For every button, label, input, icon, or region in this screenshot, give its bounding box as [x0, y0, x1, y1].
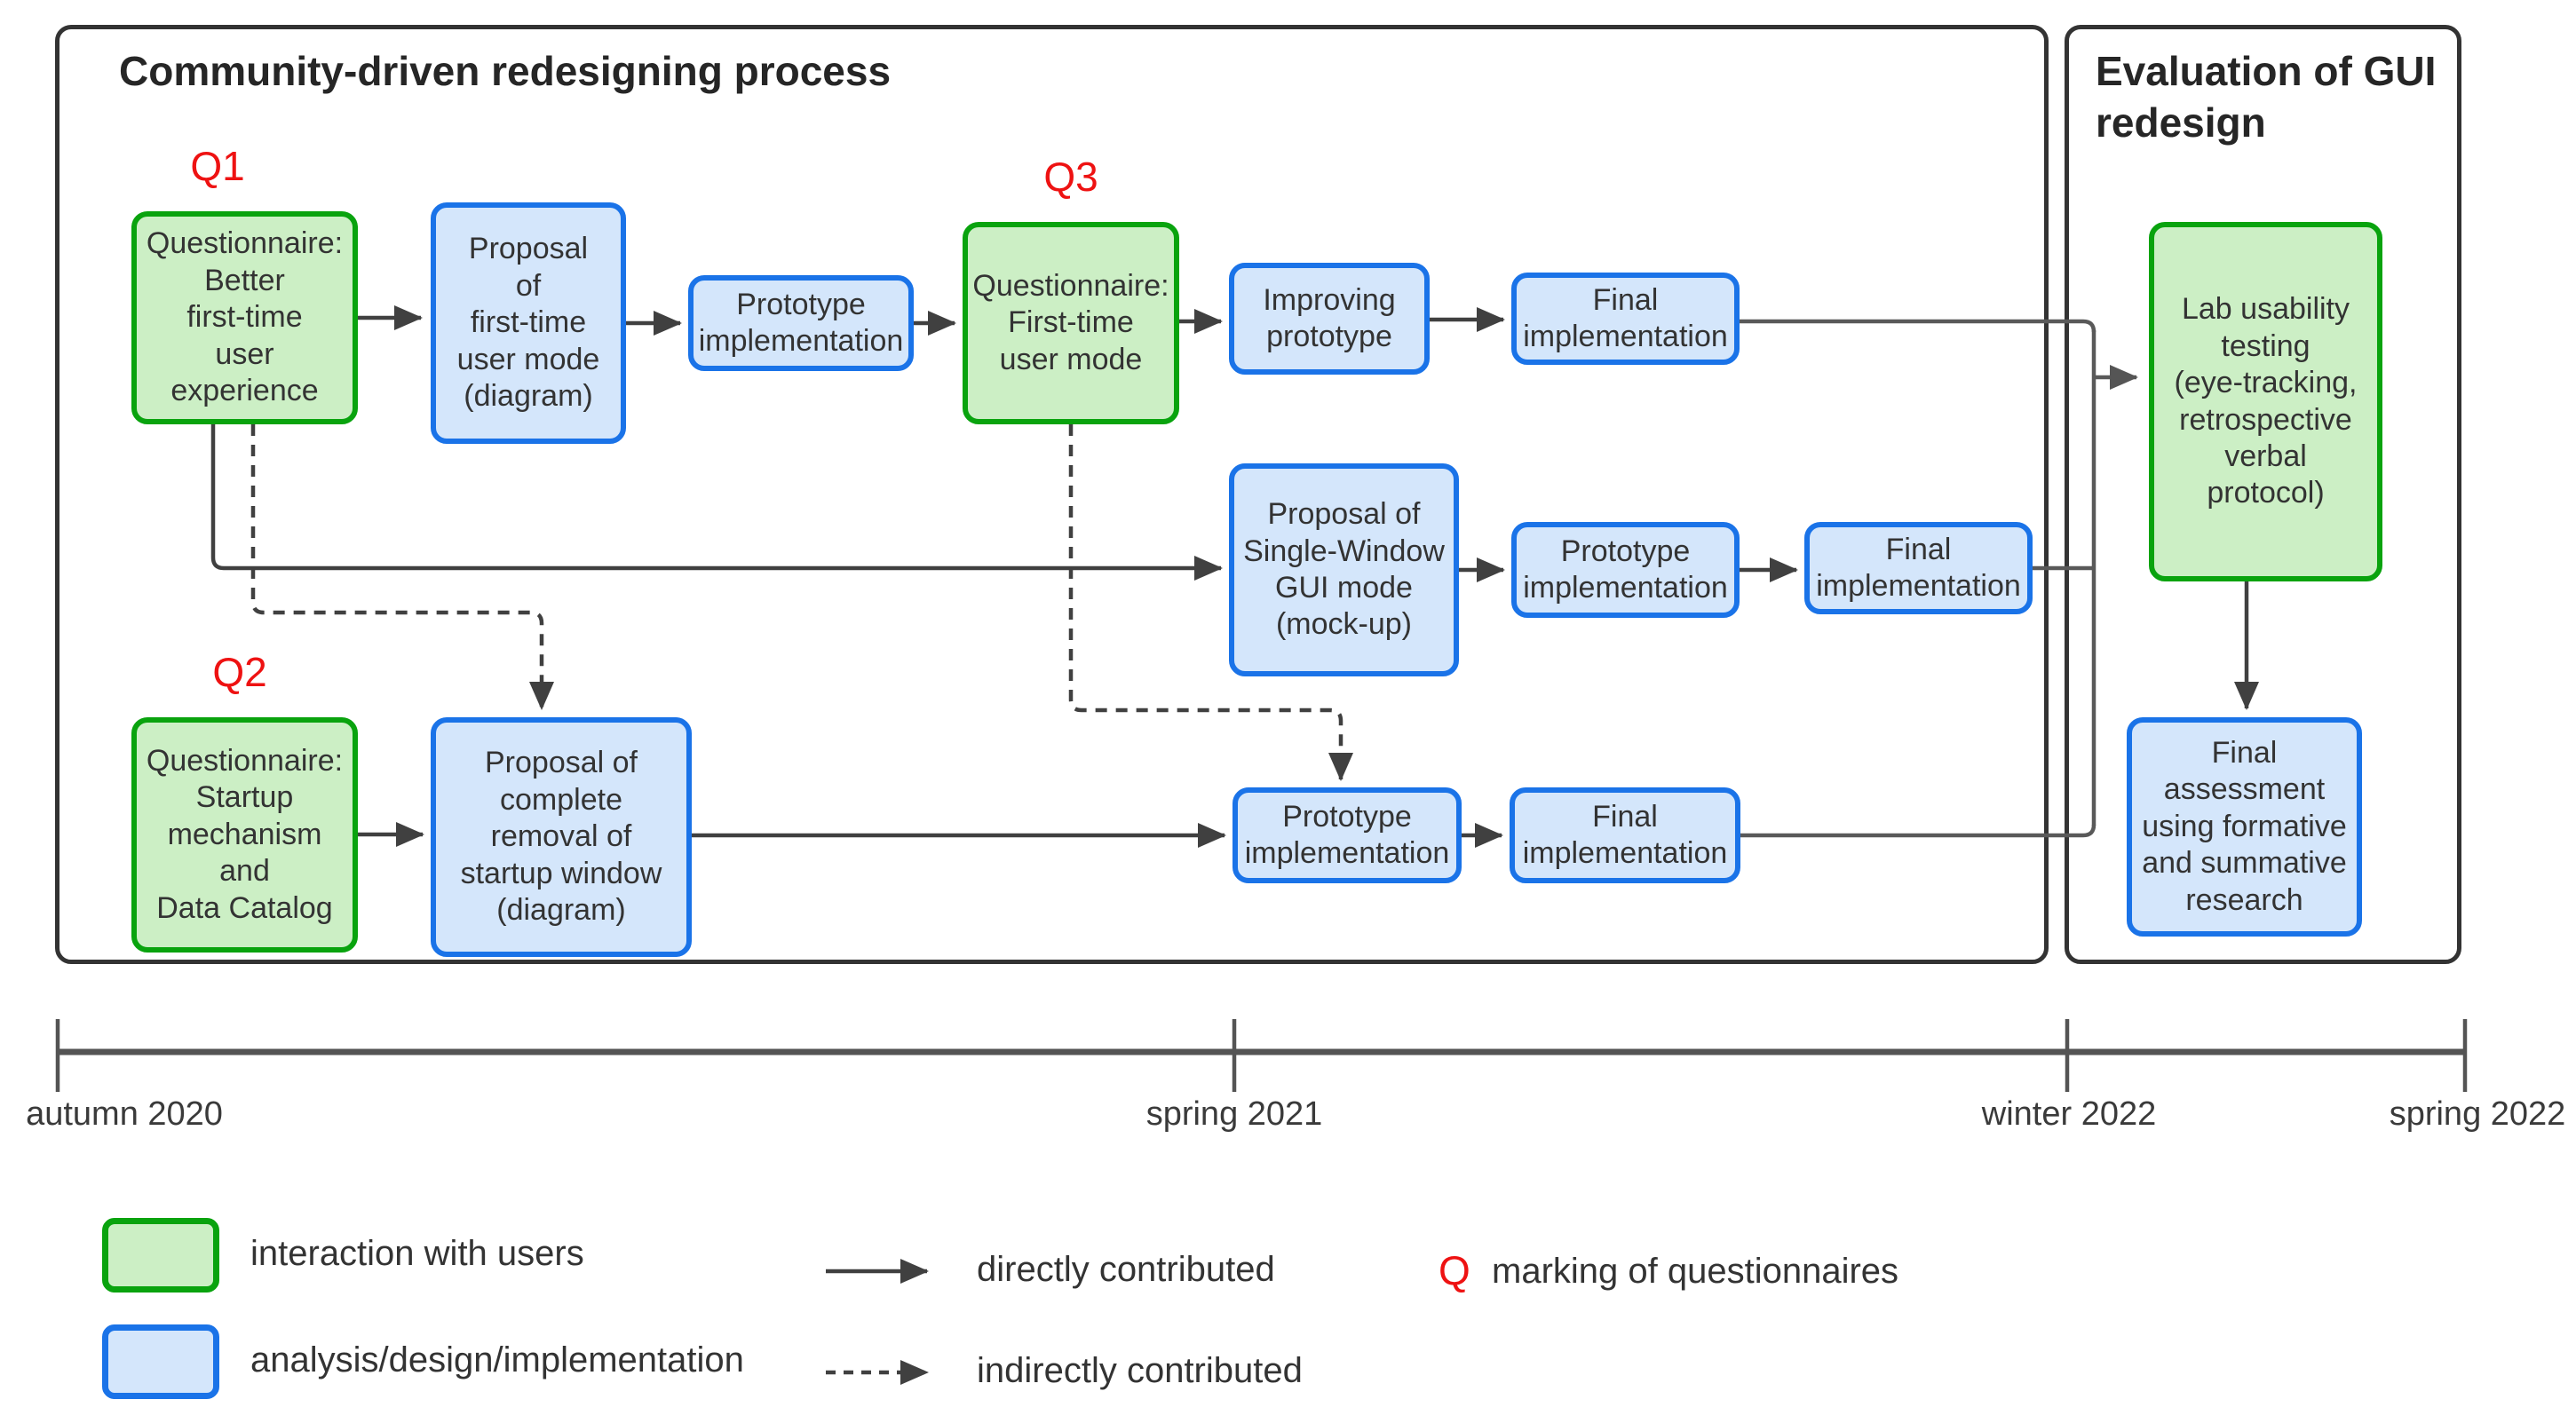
timeline-label-autumn-2020: autumn 2020: [26, 1095, 223, 1133]
q2-badge: Q2: [212, 649, 267, 695]
node-lab-usability-testing: Lab usability testing (eye-tracking, ret…: [2149, 222, 2382, 581]
node-questionnaire-first-time-user-mode: Questionnaire: First-time user mode: [963, 222, 1179, 424]
node-proposal-first-time-user-mode: Proposal of first-time user mode (diagra…: [431, 202, 626, 444]
legend-q-symbol: Q: [1439, 1247, 1470, 1293]
timeline-label-winter-2022: winter 2022: [1981, 1095, 2157, 1133]
timeline-label-spring-2021: spring 2021: [1145, 1095, 1323, 1133]
node-prototype-implementation-3: Prototype implementation: [1233, 787, 1462, 883]
dashed-arrow-q3-to-pi3: [1068, 424, 1353, 781]
node-improving-prototype: Improving prototype: [1229, 263, 1430, 375]
process-panel-title: Community-driven redesigning process: [119, 48, 892, 94]
node-prototype-implementation-1: Prototype implementation: [688, 275, 914, 371]
legend-green-swatch: [102, 1218, 219, 1293]
arrow-q1-to-psw: [210, 424, 1223, 581]
node-final-implementation-2: Final implementation: [1804, 522, 2033, 614]
dashed-arrow-q1-to-prw: [250, 424, 554, 710]
connector-fi1-to-merge: [1740, 319, 2096, 333]
evaluation-panel-title: Evaluation of GUI redesign: [2096, 48, 2437, 146]
legend-dashed-arrow-label: indirectly contributed: [977, 1351, 1303, 1390]
node-final-implementation-3: Final implementation: [1510, 787, 1740, 883]
node-final-implementation-1: Final implementation: [1511, 273, 1740, 365]
connector-fi3-to-merge: [1740, 824, 2096, 838]
node-proposal-single-window-gui: Proposal of Single-Window GUI mode (mock…: [1229, 463, 1459, 676]
legend-blue-label: analysis/design/implementation: [250, 1340, 744, 1380]
node-proposal-removal-startup-window: Proposal of complete removal of startup …: [431, 717, 692, 957]
process-panel-frame: [55, 25, 2049, 964]
q1-badge: Q1: [190, 143, 245, 189]
node-prototype-implementation-2: Prototype implementation: [1511, 522, 1740, 618]
legend-blue-swatch: [102, 1324, 219, 1399]
legend-green-label: interaction with users: [250, 1234, 584, 1273]
node-questionnaire-startup-mechanism: Questionnaire: Startup mechanism and Dat…: [131, 717, 358, 953]
timeline-label-spring-2022: spring 2022: [2389, 1095, 2566, 1133]
legend-q-label: marking of questionnaires: [1492, 1252, 1899, 1291]
node-final-assessment: Final assessment using formative and sum…: [2127, 717, 2362, 937]
evaluation-panel-frame: [2065, 25, 2461, 964]
node-questionnaire-better-first-time: Questionnaire: Better first-time user ex…: [131, 211, 358, 424]
q3-badge: Q3: [1043, 154, 1098, 200]
legend-solid-arrow-label: directly contributed: [977, 1250, 1275, 1289]
